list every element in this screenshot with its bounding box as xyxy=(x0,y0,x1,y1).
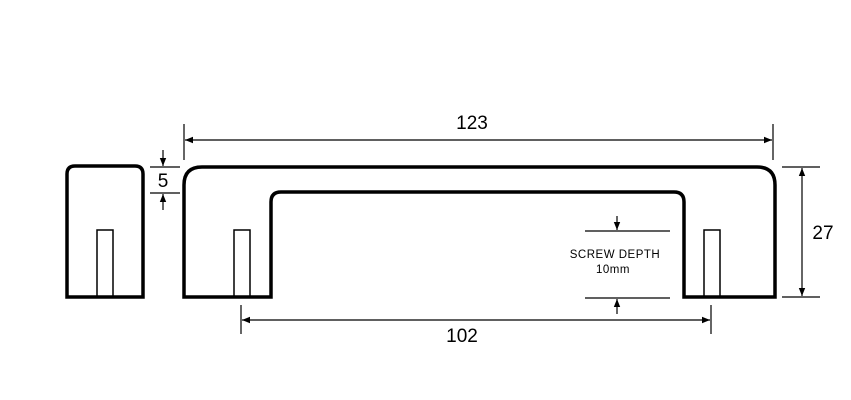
height-label: 27 xyxy=(812,223,833,244)
handle-outline xyxy=(182,165,777,299)
side-view-screw-hole xyxy=(96,229,114,297)
thickness-label: 5 xyxy=(158,171,169,192)
front-view xyxy=(182,165,777,299)
left-screw-hole xyxy=(233,229,251,297)
side-view xyxy=(65,164,145,299)
right-screw-hole xyxy=(703,229,721,297)
screw-depth-value: 10mm xyxy=(596,264,630,276)
dimension-screw-depth xyxy=(585,216,670,314)
dimension-hole-centres xyxy=(240,305,712,334)
dimension-overall-length xyxy=(183,124,774,160)
hole-centres-label: 102 xyxy=(446,326,478,347)
overall-length-label: 123 xyxy=(456,113,488,134)
screw-depth-label: SCREW DEPTH xyxy=(570,249,660,261)
side-view-outline xyxy=(65,164,145,299)
dimension-thickness xyxy=(150,150,180,210)
dimension-height xyxy=(782,166,820,298)
